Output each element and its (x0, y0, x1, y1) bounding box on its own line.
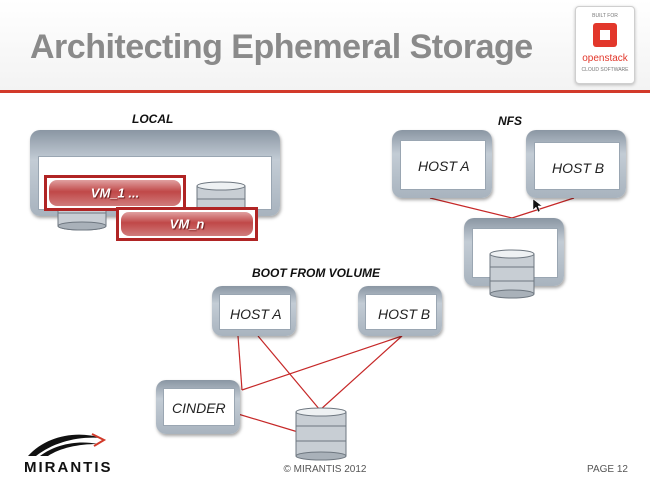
bfv-line-5 (237, 413, 299, 433)
bfv-disk (295, 407, 347, 461)
cinder-box: CINDER (156, 380, 240, 434)
bfv-line-2 (257, 335, 321, 411)
bfv-host-a-inner (219, 294, 291, 330)
nfs-label: NFS (498, 114, 522, 128)
bfv-label: BOOT FROM VOLUME (252, 266, 380, 280)
footer-copyright: © MIRANTIS 2012 (283, 464, 367, 475)
nfs-host-b: HOST B (526, 130, 626, 198)
bfv-host-b-inner (365, 294, 437, 330)
badge-name: openstack (582, 53, 628, 64)
nfs-line-b (511, 197, 575, 219)
cinder-inner (163, 388, 235, 426)
vm-n-label: VM_n (169, 216, 205, 232)
nfs-host-b-label: HOST B (552, 160, 605, 176)
vm-n-fill (121, 212, 253, 236)
bfv-host-a: HOST A (212, 286, 296, 336)
bfv-host-b-label: HOST B (378, 306, 431, 322)
bfv-line-1 (237, 335, 243, 391)
nfs-host-a-inner (400, 140, 486, 190)
slide-header (0, 0, 650, 90)
nfs-line-a (429, 197, 513, 219)
bfv-line-3 (241, 335, 403, 391)
vm-1-label: VM_1 ... (90, 185, 140, 201)
vm-1-box: VM_1 ... (44, 175, 186, 211)
bfv-line-4 (319, 335, 403, 411)
mirantis-logo-icon (28, 433, 106, 456)
vm-n-box: VM_n (116, 207, 258, 241)
bfv-host-a-label: HOST A (230, 306, 282, 322)
cinder-label: CINDER (172, 400, 226, 416)
mirantis-wordmark: MIRANTIS (24, 459, 113, 476)
vm-1-fill (49, 180, 181, 206)
badge-sub-text: CLOUD SOFTWARE (581, 67, 629, 73)
cursor-icon (532, 198, 543, 213)
slide-title: Architecting Ephemeral Storage (30, 28, 533, 66)
nfs-host-b-inner (534, 142, 620, 190)
bfv-host-b: HOST B (358, 286, 442, 336)
badge-top-text: BUILT FOR (592, 13, 618, 19)
nfs-host-a: HOST A (392, 130, 492, 198)
local-label: LOCAL (132, 112, 174, 126)
header-rule (0, 90, 650, 93)
footer-page-number: PAGE 12 (587, 464, 628, 475)
openstack-badge: BUILT FOR openstack CLOUD SOFTWARE (575, 6, 635, 84)
openstack-logo-icon (593, 23, 617, 47)
nfs-host-a-label: HOST A (418, 158, 470, 174)
nfs-disk (489, 249, 535, 299)
